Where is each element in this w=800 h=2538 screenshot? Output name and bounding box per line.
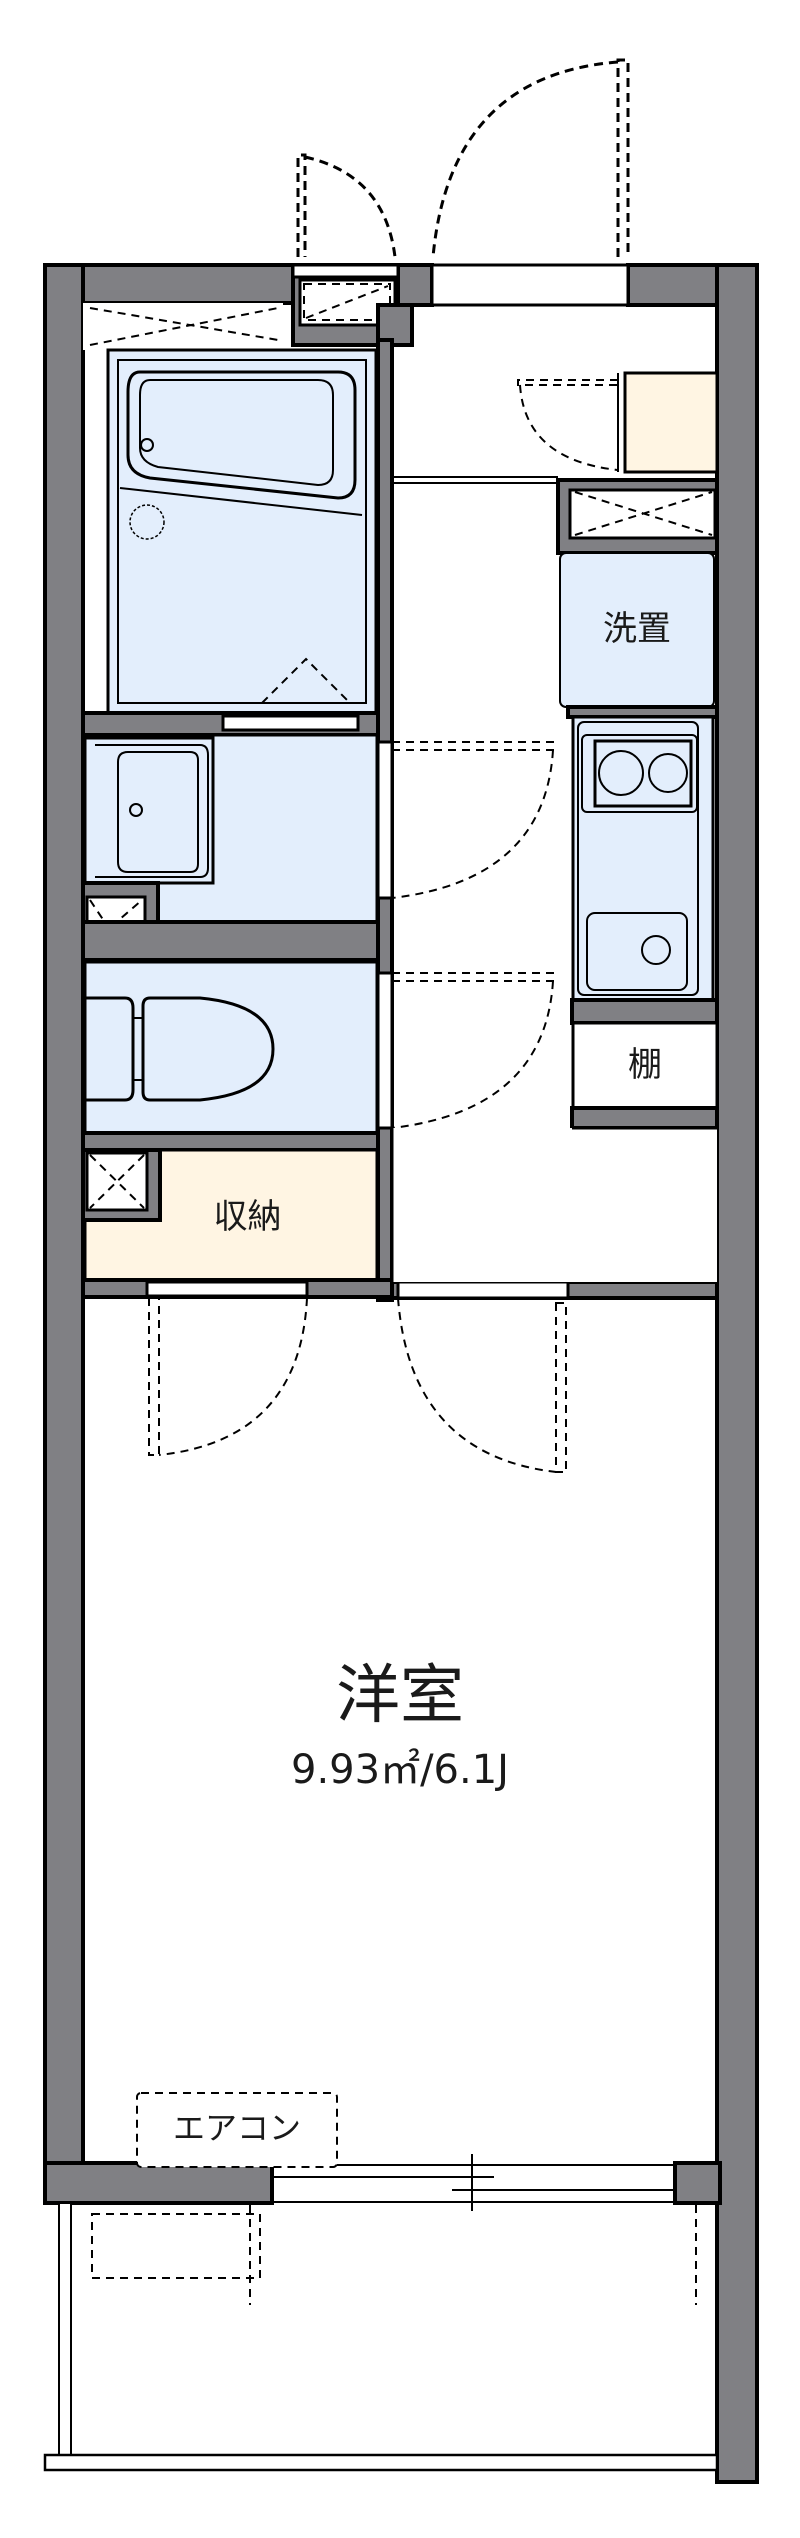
storage-closet: [81, 1148, 394, 1299]
shaft-door-leaf: [296, 153, 307, 257]
wall-right: [715, 263, 759, 2484]
exterior-doors: [296, 58, 630, 258]
washroom: [81, 733, 380, 962]
entrance-door-opening[interactable]: [430, 263, 630, 307]
toilet-floor: [83, 960, 379, 1135]
toilet-bowl: [141, 996, 275, 1102]
kitchen: [559, 552, 719, 1130]
bathroom: [81, 303, 394, 1302]
bedroom-door-opening[interactable]: [396, 1280, 570, 1300]
closet-door-opening[interactable]: [145, 1280, 309, 1298]
aircon-box: [136, 2092, 338, 2168]
wall-shaft-corridor: [376, 303, 414, 347]
balcony-side-rail: [58, 2202, 72, 2456]
shaft-door-swing: [304, 155, 397, 258]
kitchen-sink: [586, 912, 688, 991]
storage-shaft: [85, 1151, 149, 1212]
shaft-opening: [291, 263, 400, 279]
balcony-front-rail: [43, 2453, 719, 2472]
room-name-western: 洋室: [336, 1659, 464, 1733]
outdoor-unit: [91, 2213, 261, 2279]
wall-top-pillar: [396, 263, 434, 307]
outer-walls: [43, 263, 759, 2484]
room-area-western: 9.93㎡/6.1J: [291, 1747, 509, 1793]
top-shaft: [291, 263, 414, 347]
burner-left-icon: [598, 750, 644, 796]
toilet-tank: [85, 996, 135, 1102]
entrance-door-leaf: [616, 58, 630, 257]
washer-space-label: 洗置: [603, 609, 671, 649]
unit-bath: [106, 348, 378, 715]
washroom-door-opening[interactable]: [376, 740, 394, 900]
bath-door-opening[interactable]: [221, 714, 360, 732]
shoe-cabinet: [623, 371, 719, 474]
wall-bottom-left: [43, 2161, 274, 2205]
wall-bottom-right: [673, 2161, 722, 2205]
corridor-doors: [376, 740, 554, 1130]
wash-basin: [83, 736, 215, 885]
bedroom-top-wall: [148, 1126, 719, 1473]
bedroom-window: [136, 2092, 675, 2211]
stove: [581, 734, 698, 813]
toilet-room: [81, 960, 380, 1152]
toilet-door-opening[interactable]: [376, 971, 394, 1130]
drain-icon: [641, 935, 671, 965]
burner-right-icon: [648, 753, 688, 793]
aircon-label: エアコン: [172, 2109, 301, 2147]
entrance-door-swing: [431, 60, 619, 258]
wall-left: [43, 263, 85, 2205]
shelf-label: 棚: [628, 1045, 662, 1085]
balcony: [43, 2202, 719, 2472]
bathtub: [126, 370, 357, 500]
storage-label: 収納: [213, 1197, 282, 1237]
corridor: [392, 263, 719, 555]
